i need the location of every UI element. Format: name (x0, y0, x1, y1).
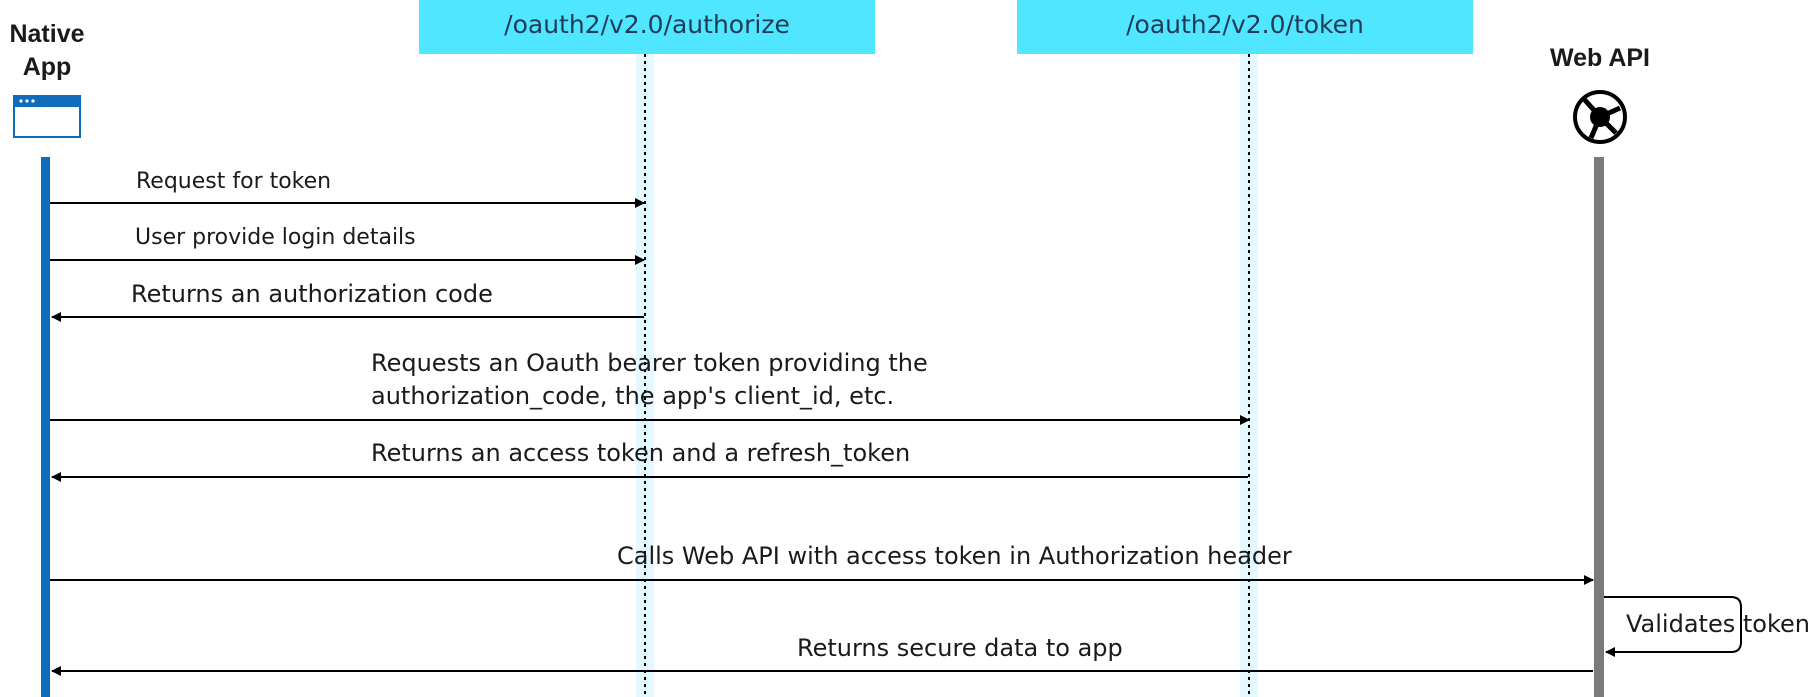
message-label: Validates token (1626, 610, 1810, 638)
message-validates-token: Validates token (1604, 596, 1810, 657)
message-label: Returns secure data to app (797, 634, 1123, 662)
message-label: User provide login details (135, 225, 416, 250)
web-api-actor: Web API (1550, 44, 1650, 144)
token-endpoint-header: /oauth2/v2.0/token (1017, 0, 1473, 54)
authorize-lifeline-band (636, 54, 654, 697)
message-secure-data: Returns secure data to app (51, 634, 1593, 676)
message-label: Request for token (136, 169, 331, 194)
message-authorization-code: Returns an authorization code (51, 280, 644, 322)
message-label-line1: Requests an Oauth bearer token providing… (371, 349, 928, 377)
message-label: Returns an access token and a refresh_to… (371, 439, 910, 467)
message-login-details: User provide login details (50, 225, 645, 265)
authorize-endpoint-header: /oauth2/v2.0/authorize (419, 0, 875, 54)
message-label: Calls Web API with access token in Autho… (617, 542, 1292, 570)
web-api-globe-icon (1573, 90, 1627, 144)
native-app-actor: Native App (9, 20, 85, 138)
message-request-token: Request for token (50, 169, 645, 208)
message-request-bearer-token: Requests an Oauth bearer token providing… (50, 349, 1250, 425)
authorize-endpoint-label: /oauth2/v2.0/authorize (504, 10, 790, 39)
web-api-lifeline (1594, 157, 1604, 697)
message-label-line2: authorization_code, the app's client_id,… (371, 382, 894, 410)
message-label: Returns an authorization code (131, 280, 493, 308)
message-access-token: Returns an access token and a refresh_to… (51, 439, 1248, 482)
native-app-label-line1: Native (9, 20, 84, 48)
token-lifeline-band (1240, 54, 1258, 697)
message-call-web-api: Calls Web API with access token in Autho… (50, 542, 1594, 585)
native-app-lifeline (41, 157, 50, 697)
token-endpoint-label: /oauth2/v2.0/token (1126, 10, 1364, 39)
web-api-label: Web API (1550, 44, 1650, 72)
native-app-label-line2: App (23, 53, 72, 81)
app-window-icon (13, 95, 81, 138)
